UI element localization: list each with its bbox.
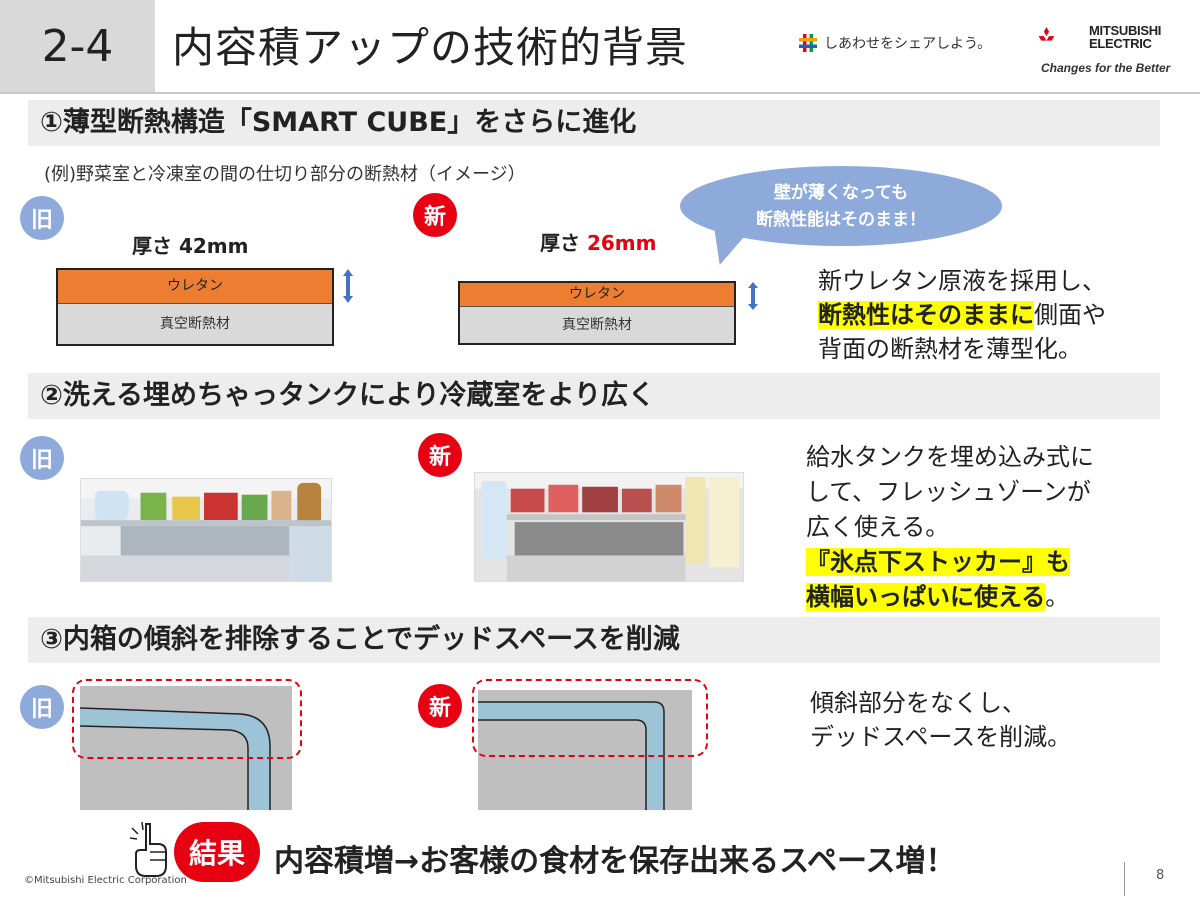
new-vacuum-layer: 真空断熱材: [460, 307, 734, 343]
brand-name: MITSUBISHI ELECTRIC: [1089, 24, 1161, 50]
speech-bubble: 壁が薄くなっても 断熱性能はそのまま！: [680, 166, 1002, 246]
section-1-desc-line-3: 背面の断熱材を薄型化。: [818, 335, 1082, 363]
new-thickness-arrow-icon: [746, 281, 760, 314]
footer-divider: [1124, 862, 1125, 896]
bubble-line-2: 断熱性能はそのまま！: [756, 210, 926, 230]
section-3-desc-line-1: 傾斜部分をなくし、: [810, 689, 1026, 717]
section-2-desc-line-1: 給水タンクを埋め込み式に: [806, 443, 1094, 471]
mitsubishi-diamonds-logo-icon: [1038, 27, 1055, 41]
brand-tagline: Changes for the Better: [1041, 61, 1171, 75]
section-1-desc-line-2: 断熱性はそのままに側面や: [818, 298, 1106, 332]
new-dead-space-highlight: [472, 679, 708, 757]
old-inner-box-diagram: [80, 686, 292, 810]
old-badge: 旧: [20, 685, 64, 729]
old-dead-space-highlight: [72, 679, 302, 759]
old-vacuum-layer: 真空断熱材: [58, 304, 332, 344]
section-3-desc-line-2: デッドスペースを削減。: [810, 723, 1072, 751]
section-2-desc-line-3: 広く使える。: [806, 513, 950, 541]
slogan-text: しあわせをシェアしよう。: [824, 36, 992, 52]
old-insulation-diagram: ウレタン 真空断熱材: [56, 268, 334, 346]
new-thickness-label: 厚さ 26mm: [540, 227, 656, 256]
section-2-desc-line-2: して、フレッシュゾーンが: [806, 478, 1091, 506]
pointing-hand-icon: [129, 822, 167, 877]
old-badge: 旧: [20, 196, 64, 240]
header-divider: [0, 92, 1200, 94]
old-fridge-photo: [80, 478, 332, 582]
brand-line-2: ELECTRIC: [1089, 36, 1152, 51]
copyright: ©Mitsubishi Electric Corporation: [24, 875, 187, 886]
old-badge: 旧: [20, 436, 64, 480]
section-3-description: 傾斜部分をなくし、 デッドスペースを削減。: [810, 686, 1071, 754]
section-2-desc-line-5: 横幅いっぱいに使える。: [806, 580, 1094, 615]
section-1-caption: (例)野菜室と冷凍室の間の仕切り部分の断熱材（イメージ）: [44, 164, 526, 185]
new-insulation-diagram: ウレタン 真空断熱材: [458, 281, 736, 345]
new-urethane-layer: ウレタン: [460, 283, 734, 307]
old-thickness-arrow-icon: [341, 268, 355, 307]
section-2-description: 給水タンクを埋め込み式に して、フレッシュゾーンが 広く使える。 『氷点下ストッ…: [806, 440, 1094, 615]
slogan: しあわせをシェアしよう。: [798, 33, 991, 53]
old-urethane-layer: ウレタン: [58, 270, 332, 304]
section-2-desc-end: 。: [1045, 583, 1070, 611]
new-inner-box-diagram: [478, 690, 692, 810]
old-thickness-label: 厚さ 42mm: [132, 234, 249, 258]
section-1-heading: ①薄型断熱構造「SMART CUBE」をさらに進化: [28, 100, 1160, 146]
page-number: 8: [1156, 868, 1165, 883]
brand-line-1: MITSUBISHI: [1089, 23, 1162, 38]
new-badge: 新: [413, 193, 457, 237]
result-badge: 結果: [174, 822, 260, 882]
section-2-highlight-1: 『氷点下ストッカー』も: [806, 548, 1070, 576]
bubble-line-1: 壁が薄くなっても: [773, 183, 909, 203]
share-hashtag-icon: [798, 33, 818, 53]
new-fridge-photo: [474, 472, 744, 582]
section-1-description: 新ウレタン原液を採用し、 断熱性はそのままに側面や 背面の断熱材を薄型化。: [818, 264, 1106, 366]
section-number: 2-4: [0, 0, 155, 92]
new-badge: 新: [418, 433, 462, 477]
section-1-desc-rest: 側面や: [1034, 301, 1106, 329]
section-2-heading: ②洗える埋めちゃっタンクにより冷蔵室をより広く: [28, 373, 1160, 419]
new-thickness-value: 26mm: [586, 231, 657, 255]
new-badge: 新: [418, 684, 462, 728]
section-1-highlight: 断熱性はそのままに: [818, 301, 1034, 329]
section-3-heading: ③内箱の傾斜を排除することでデッドスペースを削減: [28, 617, 1160, 663]
section-2-desc-line-4: 『氷点下ストッカー』も: [806, 545, 1094, 580]
result-text: 内容積増→お客様の食材を保存出来るスペース増！: [274, 844, 956, 879]
new-thickness-prefix: 厚さ: [540, 231, 587, 255]
section-2-highlight-2: 横幅いっぱいに使える: [806, 583, 1046, 611]
page-title: 内容積アップの技術的背景: [172, 23, 689, 72]
section-1-desc-line-1: 新ウレタン原液を採用し、: [818, 267, 1106, 295]
